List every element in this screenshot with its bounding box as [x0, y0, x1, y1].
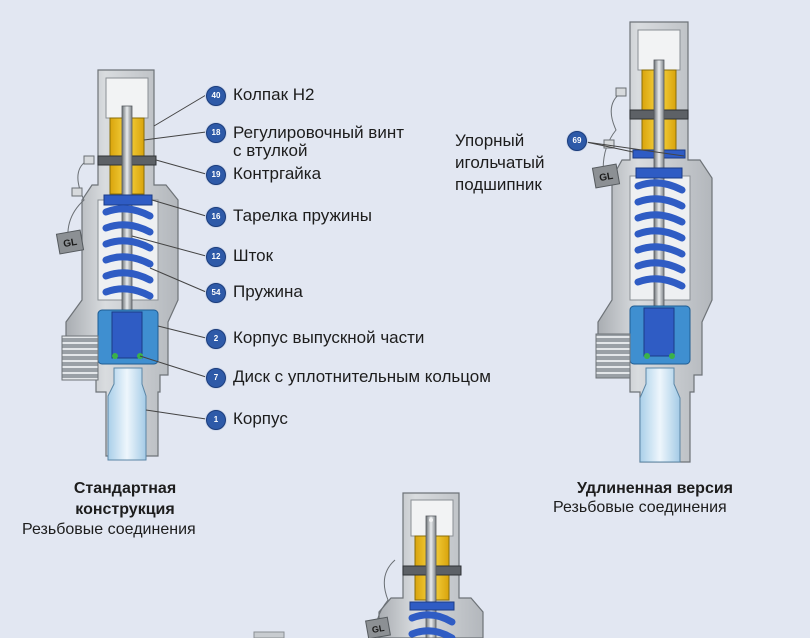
callout-badge-16: 16 [206, 207, 226, 227]
extended-caption-title: Удлиненная версия [576, 480, 734, 497]
callout-label-disc: Диск с уплотнительным кольцом [233, 367, 491, 386]
seal-tag-standard: GL [55, 229, 85, 255]
seal-tag-extended: GL [591, 163, 621, 189]
callout-label-adjusting-screw-line2: с втулкой [233, 141, 308, 160]
callout-badge-54: 54 [206, 283, 226, 303]
callout-badge-40: 40 [206, 86, 226, 106]
seal-tag-text: GL [598, 171, 614, 184]
callout-badge-69: 69 [567, 131, 587, 151]
callout-leaders [131, 94, 207, 420]
callout-badge-2: 2 [206, 329, 226, 349]
bearing-label-line3: подшипник [455, 175, 542, 194]
extended-valve [595, 21, 713, 463]
callout-label-adjusting-screw: Регулировочный винт [233, 123, 405, 142]
callout-label-outlet-body: Корпус выпускной части [233, 328, 425, 347]
callout-badge-19: 19 [206, 165, 226, 185]
callout-badge-12: 12 [206, 247, 226, 267]
seal-tag-text: GL [371, 623, 386, 635]
extended-caption-sub: Резьбовые соединения [553, 499, 727, 516]
standard-caption-sub: Резьбовые соединения [22, 521, 196, 538]
standard-caption-title-2: конструкция [75, 501, 175, 518]
bearing-leaders [585, 141, 685, 157]
bearing-label-line2: игольчатый [455, 153, 545, 172]
standard-valve [61, 69, 179, 461]
callout-label-lock-nut: Контргайка [233, 164, 322, 183]
callout-label-cap: Колпак Н2 [233, 85, 315, 104]
callout-label-stem: Шток [233, 246, 274, 265]
callout-badge-7: 7 [206, 368, 226, 388]
callout-badge-18: 18 [206, 123, 226, 143]
standard-caption-title-1: Стандартная [73, 480, 177, 497]
callout-label-body: Корпус [233, 409, 288, 428]
third-valve [253, 492, 484, 638]
seal-tag-third: GL [365, 616, 391, 638]
callout-label-spring-plate: Тарелка пружины [233, 206, 372, 225]
callout-badge-1: 1 [206, 410, 226, 430]
bearing-label-line1: Упорный [455, 131, 525, 150]
seal-tag-text: GL [62, 237, 78, 250]
callout-label-spring: Пружина [233, 282, 303, 301]
